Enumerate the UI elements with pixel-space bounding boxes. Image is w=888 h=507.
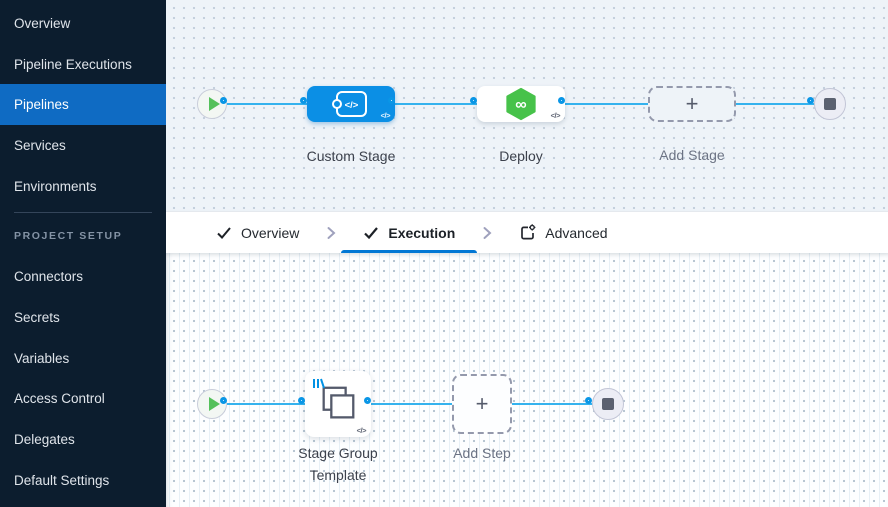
svg-text:∞: ∞ bbox=[515, 96, 526, 114]
project-setup-heading: PROJECT SETUP bbox=[14, 230, 123, 243]
yaml-code-badge: </> bbox=[550, 111, 561, 120]
play-icon bbox=[208, 97, 220, 111]
connector-line bbox=[512, 403, 592, 405]
sidebar-item-variables[interactable]: Variables bbox=[14, 350, 70, 366]
execution-end-node[interactable] bbox=[592, 388, 624, 420]
chevron-right-icon bbox=[477, 212, 497, 253]
sidebar-item-environments[interactable]: Environments bbox=[14, 178, 97, 194]
add-step-button[interactable]: + bbox=[452, 374, 512, 434]
stage-config-tabbar: Overview Execution bbox=[166, 211, 888, 253]
yaml-code-badge: </> bbox=[356, 426, 367, 435]
connector-line bbox=[395, 103, 477, 105]
connector-line bbox=[565, 103, 648, 105]
add-stage-label: Add Stage bbox=[659, 147, 725, 163]
tab-advanced[interactable]: Advanced bbox=[497, 212, 629, 253]
svg-text:</>: </> bbox=[345, 100, 359, 111]
sidebar-item-services[interactable]: Services bbox=[14, 137, 66, 153]
connector-port[interactable] bbox=[298, 397, 305, 404]
tab-label: Overview bbox=[241, 224, 300, 241]
sidebar-item-secrets[interactable]: Secrets bbox=[14, 309, 60, 325]
stage-label: Deploy bbox=[499, 148, 543, 164]
check-icon bbox=[217, 227, 231, 239]
sidebar-item-delegates[interactable]: Delegates bbox=[14, 432, 75, 448]
connector-port[interactable] bbox=[807, 97, 814, 104]
tab-label: Advanced bbox=[545, 224, 608, 241]
add-stage-button[interactable]: + bbox=[648, 86, 736, 122]
chevron-right-icon bbox=[321, 212, 341, 253]
add-step-label: Add Step bbox=[453, 445, 511, 461]
tab-label: Execution bbox=[388, 224, 456, 241]
sidebar-item-overview[interactable]: Overview bbox=[14, 15, 71, 31]
connector-port[interactable] bbox=[220, 397, 227, 404]
connector-line bbox=[227, 403, 305, 405]
custom-stage-node[interactable]: </> </> bbox=[307, 86, 395, 122]
yaml-code-badge: </> bbox=[380, 111, 391, 120]
stage-label: Custom Stage bbox=[306, 148, 396, 164]
play-icon bbox=[208, 397, 220, 411]
execution-steps-canvas[interactable]: </> + Stage Group Template Add Step bbox=[166, 253, 888, 507]
sidebar-item-pipelines[interactable]: Pipelines bbox=[0, 84, 166, 126]
connector-port[interactable] bbox=[364, 397, 371, 404]
connector-line bbox=[736, 103, 814, 105]
check-icon bbox=[364, 227, 379, 240]
stop-icon bbox=[824, 98, 836, 110]
template-badge-icon bbox=[312, 376, 325, 394]
project-sidebar: Overview Pipeline Executions Pipelines S… bbox=[0, 0, 166, 507]
advanced-settings-icon bbox=[521, 224, 536, 240]
execution-start-node[interactable] bbox=[197, 389, 227, 419]
deploy-cd-icon: ∞ bbox=[506, 87, 536, 121]
sidebar-item-access-control[interactable]: Access Control bbox=[14, 391, 105, 407]
connector-port[interactable] bbox=[470, 97, 477, 104]
connector-line bbox=[371, 403, 452, 405]
custom-stage-icon: </> bbox=[332, 91, 367, 117]
connector-line bbox=[227, 103, 309, 105]
sidebar-item-pipeline-executions[interactable]: Pipeline Executions bbox=[14, 56, 132, 72]
deploy-stage-node[interactable]: ∞ </> bbox=[477, 86, 565, 122]
plus-icon: + bbox=[685, 91, 699, 116]
connector-port[interactable] bbox=[220, 97, 227, 104]
pipeline-stages-canvas[interactable]: </> </> ∞ </> + C bbox=[166, 0, 888, 211]
connector-port[interactable] bbox=[585, 397, 592, 404]
connector-port[interactable] bbox=[300, 97, 307, 104]
stage-group-icon bbox=[322, 386, 355, 419]
pipeline-end-node[interactable] bbox=[814, 88, 846, 120]
sidebar-divider bbox=[14, 212, 152, 214]
sidebar-item-connectors[interactable]: Connectors bbox=[14, 269, 84, 285]
sidebar-item-default-settings[interactable]: Default Settings bbox=[14, 472, 110, 488]
connector-port[interactable] bbox=[388, 97, 395, 104]
tab-overview[interactable]: Overview bbox=[194, 212, 321, 253]
pipeline-start-node[interactable] bbox=[197, 89, 227, 119]
connector-port[interactable] bbox=[558, 97, 565, 104]
stage-group-template-node[interactable]: </> bbox=[305, 371, 371, 437]
stop-icon bbox=[602, 398, 614, 410]
plus-icon: + bbox=[475, 391, 489, 416]
step-label: Stage Group Template bbox=[298, 445, 378, 483]
tab-execution[interactable]: Execution bbox=[341, 212, 478, 253]
